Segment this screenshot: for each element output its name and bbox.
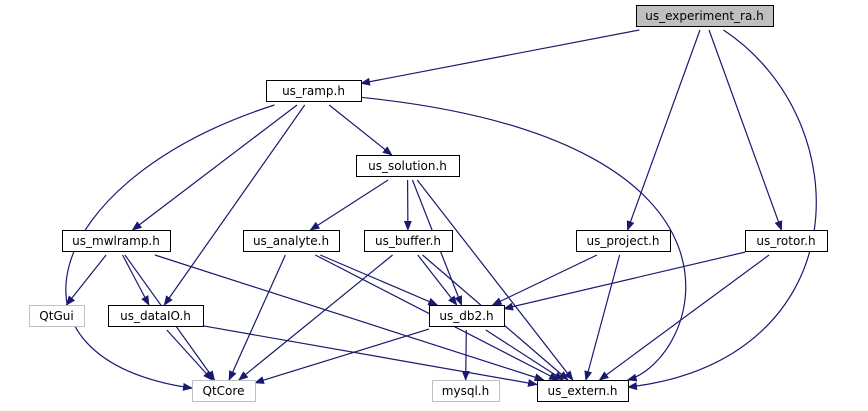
node-box-us_extern (537, 380, 629, 402)
node-box-us_dataIO (108, 305, 204, 327)
node-box-us_experiment_ra (636, 5, 774, 27)
node-label-us_project: us_project.h (587, 234, 660, 248)
node-box-QtCore (192, 380, 256, 402)
node-us_ramp[interactable]: us_ramp.h (266, 80, 362, 102)
edges-layer (65, 29, 817, 391)
node-us_buffer[interactable]: us_buffer.h (364, 230, 453, 252)
node-box-us_project (576, 230, 671, 252)
node-label-us_extern: us_extern.h (548, 384, 618, 398)
node-label-us_ramp: us_ramp.h (282, 84, 345, 98)
node-box-us_solution (356, 155, 460, 177)
node-box-us_analyte (243, 230, 340, 252)
nodes-layer: us_experiment_ra.h us_ramp.h us_solution.h… (29, 5, 828, 402)
node-us_solution[interactable]: us_solution.h (356, 155, 460, 177)
node-box-mysql (432, 380, 500, 402)
edge-us_solution-to-us_extern (416, 179, 574, 381)
edge-us_ramp-to-us_dataIO (163, 104, 306, 306)
edge-us_experiment_ra-to-us_rotor (708, 29, 783, 231)
edge-us_analyte-to-QtCore (228, 254, 286, 381)
node-box-QtGui (29, 305, 85, 327)
node-us_dataIO[interactable]: us_dataIO.h (108, 305, 204, 327)
edge-us_solution-to-us_analyte (309, 179, 389, 231)
node-label-us_rotor: us_rotor.h (756, 234, 815, 248)
edge-us_experiment_ra-to-us_project (626, 29, 701, 231)
node-QtCore: QtCore (192, 380, 256, 402)
edge-us_db2-to-mysql (461, 329, 470, 381)
edge-us_mwlramp-to-QtGui (65, 254, 107, 306)
edge-us_rotor-to-us_extern (598, 254, 770, 381)
node-us_rotor[interactable]: us_rotor.h (745, 230, 828, 252)
edge-us_experiment_ra-to-us_ramp (360, 29, 640, 86)
edge-us_dataIO-to-QtCore (166, 329, 213, 381)
node-label-us_analyte: us_analyte.h (253, 234, 329, 248)
edge-us_ramp-to-QtCore (65, 104, 275, 391)
edge-us_mwlramp-to-us_extern (154, 254, 545, 382)
edge-us_buffer-to-QtCore (238, 254, 394, 381)
edge-us_project-to-us_extern (584, 254, 621, 381)
node-us_experiment_ra[interactable]: us_experiment_ra.h (636, 5, 774, 27)
node-box-us_rotor (745, 230, 828, 252)
edge-us_ramp-to-us_mwlramp (131, 104, 298, 231)
edge-us_db2-to-QtCore (254, 328, 430, 384)
node-label-us_mwlramp: us_mwlramp.h (72, 234, 160, 248)
edge-us_rotor-to-us_db2 (503, 251, 746, 311)
edge-us_analyte-to-us_db2 (320, 254, 439, 306)
node-box-us_db2 (429, 305, 505, 327)
edge-us_buffer-to-us_db2 (417, 254, 458, 306)
node-label-us_buffer: us_buffer.h (375, 234, 441, 248)
node-label-us_experiment_ra: us_experiment_ra.h (645, 9, 764, 23)
node-label-mysql: mysql.h (442, 384, 489, 398)
node-mysql: mysql.h (432, 380, 500, 402)
node-box-us_mwlramp (62, 230, 171, 252)
edge-us_ramp-to-us_solution (328, 104, 393, 156)
node-us_db2[interactable]: us_db2.h (429, 305, 505, 327)
edge-us_ramp-to-us_extern (360, 96, 687, 382)
node-us_project[interactable]: us_project.h (576, 230, 671, 252)
node-us_extern[interactable]: us_extern.h (537, 380, 629, 402)
node-label-QtCore: QtCore (203, 384, 245, 398)
edge-us_db2-to-us_extern (485, 329, 565, 381)
node-us_analyte[interactable]: us_analyte.h (243, 230, 340, 252)
edge-us_mwlramp-to-us_dataIO (122, 254, 150, 306)
node-us_mwlramp[interactable]: us_mwlramp.h (62, 230, 171, 252)
node-box-us_ramp (266, 80, 362, 102)
node-box-us_buffer (364, 230, 453, 252)
node-label-us_dataIO: us_dataIO.h (120, 309, 191, 323)
edge-us_dataIO-to-us_extern (202, 325, 538, 387)
node-label-us_solution: us_solution.h (368, 159, 447, 173)
node-label-QtGui: QtGui (39, 309, 73, 323)
edge-us_project-to-us_db2 (491, 254, 598, 306)
node-QtGui: QtGui (29, 305, 85, 327)
node-label-us_db2: us_db2.h (439, 309, 493, 323)
